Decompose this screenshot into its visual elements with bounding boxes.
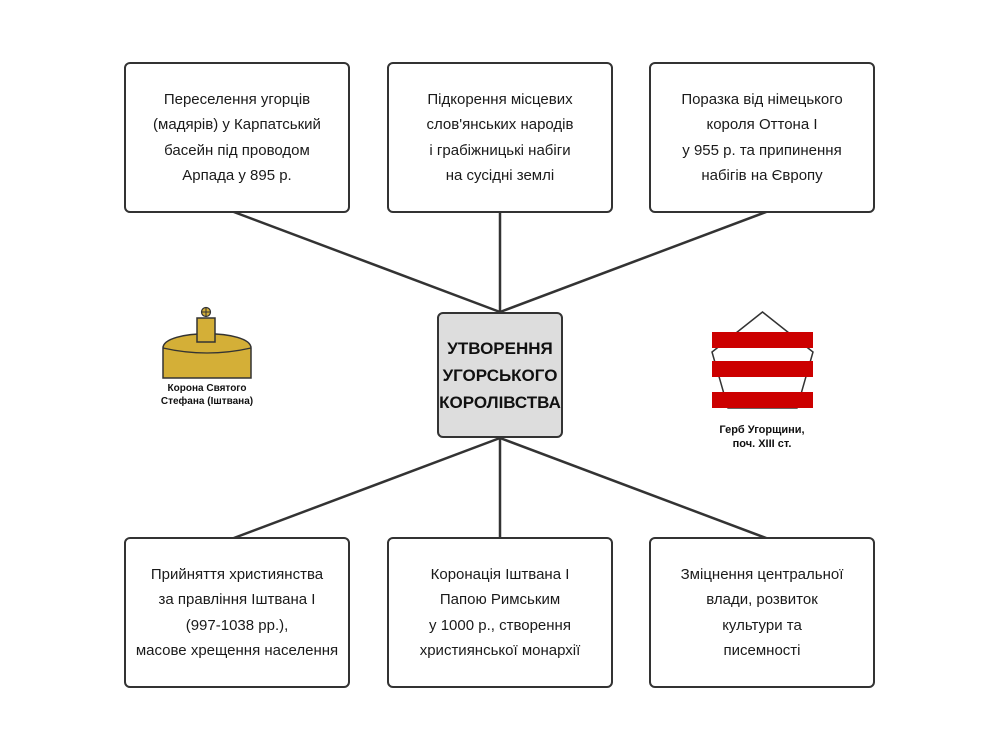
- box-line: набігів на Європу: [701, 167, 823, 184]
- arrow-to-box-1: [217, 204, 501, 314]
- box-line: у 1000 р., створення: [429, 616, 571, 634]
- box-line: Зміцнення центральної: [680, 565, 844, 583]
- event-box-migration: Переселення угорців (мадярів) у Карпатсь…: [124, 62, 350, 213]
- central-topic-line: УГОРСЬКОГО: [442, 365, 558, 385]
- central-topic: УТВОРЕННЯ УГОРСЬКОГО КОРОЛІВСТВА: [437, 312, 563, 438]
- event-box-coronation: Коронація Іштвана І Папою Римським у 100…: [387, 537, 613, 688]
- caption-line: Стефана (Іштвана): [160, 396, 254, 407]
- box-line: Переселення угорців: [163, 90, 311, 108]
- box-line: влади, розвиток: [706, 591, 818, 608]
- box-line: короля Оттона І: [706, 116, 818, 133]
- arrow-to-box-3: [499, 204, 783, 314]
- box-line: і грабіжницькі набіги: [429, 141, 571, 159]
- box-line: (мадярів) у Карпатський: [153, 116, 321, 133]
- box-line: Прийняття християнства: [150, 565, 324, 583]
- box-line: слов'янських народів: [426, 116, 574, 133]
- event-box-christianization: Прийняття християнства за правління Іштв…: [124, 537, 350, 688]
- crown-icon: [162, 306, 252, 379]
- box-line: басейн під проводом: [164, 141, 310, 159]
- box-line: у 955 р. та припинення: [682, 141, 842, 159]
- event-box-consolidation: Зміцнення центральної влади, розвиток ку…: [649, 537, 875, 688]
- box-line: масове хрещення населення: [135, 642, 339, 659]
- caption-line: поч. XIII ст.: [732, 438, 792, 450]
- box-line: на сусідні землі: [445, 167, 555, 184]
- crown-caption: Корона Святого Стефана (Іштвана): [137, 382, 277, 408]
- arrow-to-box-4: [217, 436, 501, 546]
- box-line: Підкорення місцевих: [427, 90, 573, 108]
- coat-of-arms-caption: Герб Угорщини, поч. XIII ст.: [692, 423, 832, 451]
- box-line: християнської монархії: [419, 642, 581, 659]
- box-line: Коронація Іштвана І: [430, 565, 570, 583]
- event-box-conquest: Підкорення місцевих слов'янських народів…: [387, 62, 613, 213]
- coat-of-arms-icon: [711, 311, 814, 409]
- central-topic-line: КОРОЛІВСТВА: [439, 392, 561, 412]
- box-line: культури та: [722, 616, 802, 634]
- caption-line: Корона Святого: [167, 383, 247, 394]
- arrow-to-box-6: [499, 436, 783, 546]
- box-line: писемності: [723, 642, 801, 659]
- caption-line: Герб Угорщини,: [719, 424, 805, 436]
- box-line: за правління Іштвана І: [158, 591, 316, 608]
- central-topic-line: УТВОРЕННЯ: [447, 338, 553, 358]
- box-line: Папою Римським: [439, 591, 561, 608]
- event-box-defeat: Поразка від німецького короля Оттона І у…: [649, 62, 875, 213]
- box-line: Арпада у 895 р.: [182, 167, 292, 184]
- box-line: Поразка від німецького: [681, 90, 843, 108]
- box-line: (997-1038 рр.),: [185, 616, 289, 634]
